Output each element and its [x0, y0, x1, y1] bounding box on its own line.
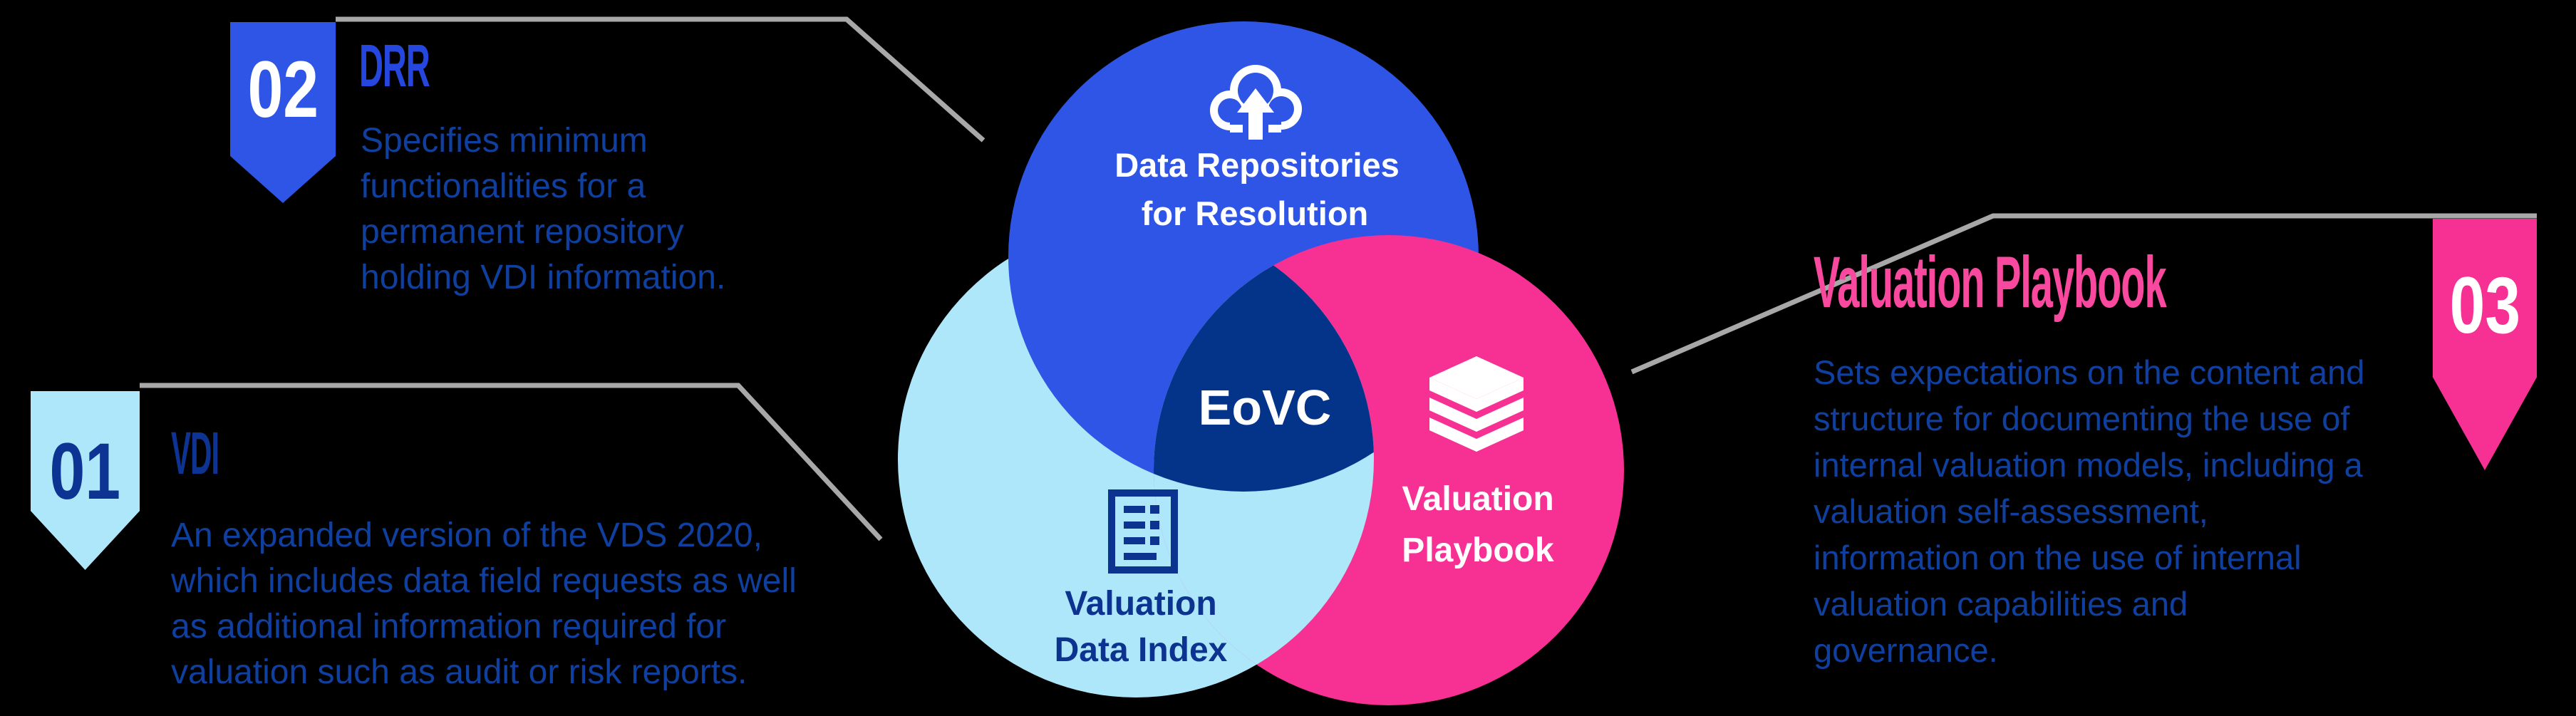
drr-title: DRR: [359, 32, 430, 99]
body-line: as additional information required for: [171, 608, 727, 645]
label-data-repositories-line2: for Resolution: [1142, 194, 1369, 232]
cloud-upload-icon: [1210, 65, 1302, 140]
ribbon-02-number: 02: [247, 45, 319, 134]
body-line: internal valuation models, including a: [1814, 446, 2363, 484]
ribbon-03: 03: [2433, 219, 2537, 470]
body-line: governance.: [1814, 631, 1998, 669]
ribbon-01-number: 01: [49, 427, 121, 516]
connector-line-drr: [336, 16, 986, 142]
body-line: valuation self-assessment,: [1814, 492, 2208, 530]
vdi-title: VDI: [171, 420, 219, 487]
body-line: functionalities for a: [361, 167, 646, 205]
connector-line-vdi: [140, 383, 883, 541]
body-line: Sets expectations on the content and: [1814, 353, 2365, 391]
body-line: valuation such as audit or risk reports.: [171, 653, 748, 691]
label-valuation-playbook-line2: Playbook: [1402, 531, 1554, 569]
label-eovc-center: EoVC: [1199, 380, 1332, 435]
ribbon-03-number: 03: [2449, 261, 2520, 350]
body-line: holding VDI information.: [361, 259, 726, 296]
body-line: An expanded version of the VDS 2020,: [171, 517, 762, 554]
label-valuation-playbook-line1: Valuation: [1402, 480, 1553, 518]
playbook-title: Valuation Playbook: [1814, 242, 2167, 323]
body-line: permanent repository: [361, 213, 684, 251]
body-line: valuation capabilities and: [1814, 585, 2188, 623]
body-line: Specifies minimum: [361, 122, 648, 160]
drr-description: Specifies minimum functionalities for a …: [361, 118, 725, 301]
index-list-icon: [1108, 489, 1178, 574]
body-line: structure for documenting the use of: [1814, 400, 2350, 437]
vdi-description: An expanded version of the VDS 2020, whi…: [171, 513, 797, 695]
body-line: which includes data field requests as we…: [171, 562, 797, 600]
books-stack-icon: [1429, 356, 1524, 452]
label-valuation-data-index-line1: Valuation: [1065, 585, 1216, 623]
playbook-description: Sets expectations on the content and str…: [1814, 349, 2364, 673]
body-line: information on the use of internal: [1814, 539, 2302, 576]
connector-line-playbook: [1630, 213, 2537, 375]
label-data-repositories-line1: Data Repositories: [1114, 146, 1400, 184]
label-valuation-data-index-line2: Data Index: [1055, 631, 1228, 669]
